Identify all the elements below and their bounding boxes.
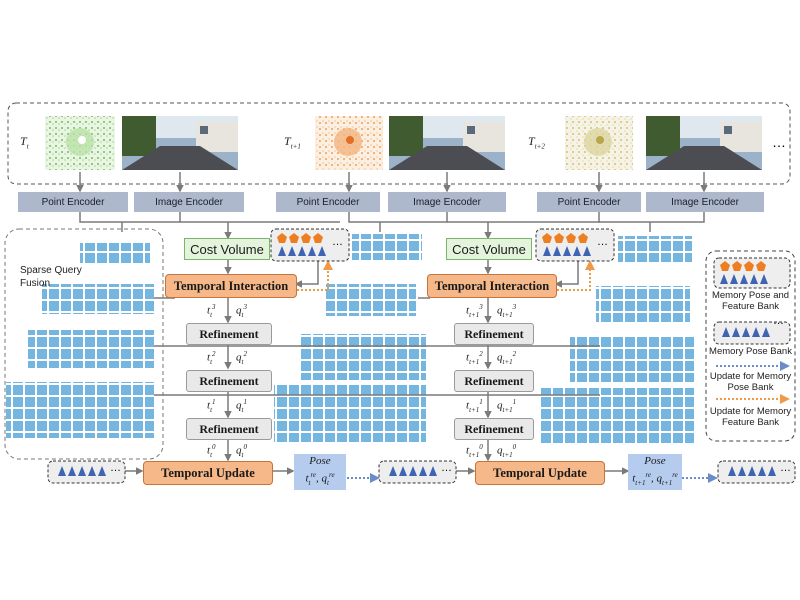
query-label: qt2: [236, 350, 247, 366]
query-label: tt2: [207, 350, 216, 366]
query-label: qt0: [236, 443, 247, 459]
image-encoder: Image Encoder: [646, 192, 764, 212]
image-encoder: Image Encoder: [388, 192, 506, 212]
feature-grid: [596, 286, 690, 322]
temporal-interaction: Temporal Interaction: [165, 274, 297, 298]
refinement-block: Refinement: [454, 370, 534, 392]
feature-grid: [618, 236, 692, 262]
frame-label-t2: Tt+2: [528, 134, 545, 151]
bank-ellipsis: …: [332, 236, 343, 248]
temporal-interaction: Temporal Interaction: [427, 274, 557, 298]
point-cloud-thumbnail: [565, 116, 633, 170]
query-label: qt1: [236, 398, 247, 414]
pose-output-values: tt+1re, qt+1re: [632, 471, 678, 487]
memory-pose-feature-bank: [535, 228, 615, 262]
sparse-query-fusion-region: [4, 228, 164, 460]
legend-feature-update-label: Update for Memory Feature Bank: [709, 406, 792, 428]
cost-volume: Cost Volume: [184, 238, 270, 260]
camera-image-thumbnail: [389, 116, 505, 170]
input-frames-container: [7, 102, 791, 185]
feature-grid: [540, 388, 694, 444]
query-label: qt+13: [497, 303, 517, 319]
feature-grid: [79, 243, 151, 263]
refinement-block: Refinement: [186, 418, 272, 440]
bank-ellipsis: …: [110, 462, 121, 474]
temporal-update: Temporal Update: [475, 461, 605, 485]
image-encoder: Image Encoder: [134, 192, 244, 212]
feature-grid: [42, 284, 154, 314]
frame-label-t: Tt: [20, 134, 29, 151]
query-label: tt0: [207, 443, 216, 459]
feature-grid: [570, 336, 694, 382]
temporal-update: Temporal Update: [143, 461, 273, 485]
refinement-block: Refinement: [186, 323, 272, 345]
point-cloud-thumbnail: [45, 116, 115, 170]
legend-pose-update-label: Update for Memory Pose Bank: [709, 371, 792, 393]
point-encoder: Point Encoder: [276, 192, 380, 212]
feature-grid: [274, 384, 426, 442]
memory-pose-feature-bank: [270, 228, 350, 262]
query-label: qt3: [236, 303, 247, 319]
query-label: qt+12: [497, 350, 517, 366]
query-label: qt+10: [497, 443, 517, 459]
memory-pose-bank: [47, 460, 126, 484]
sparse-query-fusion-label: Sparse Query Fusion: [20, 265, 82, 289]
memory-pose-bank: [717, 460, 796, 484]
point-encoder: Point Encoder: [18, 192, 128, 212]
feature-grid: [300, 334, 426, 380]
query-label: tt+12: [466, 350, 483, 366]
camera-image-thumbnail: [646, 116, 762, 170]
legend-box: [705, 250, 796, 442]
point-cloud-thumbnail: [315, 116, 383, 170]
legend-pose-feature-bank-label: Memory Pose and Feature Bank: [711, 290, 790, 312]
refinement-block: Refinement: [186, 370, 272, 392]
feature-grid: [352, 234, 422, 260]
legend-pose-bank-symbol: [713, 321, 791, 345]
point-encoder: Point Encoder: [537, 192, 641, 212]
cost-volume: Cost Volume: [446, 238, 532, 260]
pose-output: Pose tt+1re, qt+1re: [628, 454, 682, 490]
bank-ellipsis: …: [441, 462, 452, 474]
query-label: tt+11: [466, 398, 483, 414]
legend-pose-feature-bank-symbol: [713, 257, 791, 289]
query-label: tt+13: [466, 303, 483, 319]
refinement-block: Refinement: [454, 323, 534, 345]
query-label: tt+10: [466, 443, 483, 459]
refinement-block: Refinement: [454, 418, 534, 440]
camera-image-thumbnail: [122, 116, 238, 170]
frame-label-t1: Tt+1: [284, 134, 301, 151]
query-label: qt+11: [497, 398, 517, 414]
bank-ellipsis: …: [597, 236, 608, 248]
bank-ellipsis: …: [780, 462, 791, 474]
feature-grid: [326, 284, 416, 316]
memory-pose-bank: [378, 460, 457, 484]
feature-grid: [6, 382, 154, 438]
query-label: tt1: [207, 398, 216, 414]
pose-label: Pose: [644, 455, 666, 467]
feature-grid: [28, 330, 154, 368]
pose-output-values: ttre, qtre: [305, 471, 335, 487]
more-frames-ellipsis: …: [772, 134, 786, 150]
pose-output: Pose ttre, qtre: [294, 454, 346, 490]
legend-bank-ellipsis: …: [773, 315, 784, 327]
query-label: tt3: [207, 303, 216, 319]
pose-label: Pose: [309, 455, 331, 467]
legend-pose-bank-label: Memory Pose Bank: [709, 346, 792, 357]
